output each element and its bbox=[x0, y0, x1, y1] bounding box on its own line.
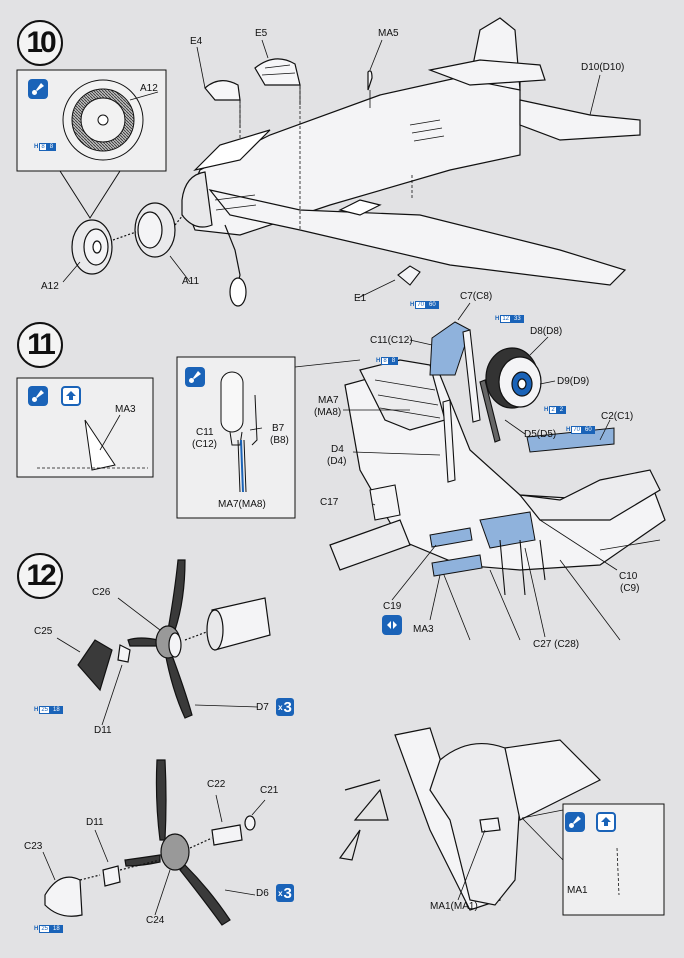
paint-brush-icon bbox=[28, 79, 48, 99]
step12-leader-lines bbox=[42, 597, 486, 916]
part-label-ma5: MA5 bbox=[378, 28, 399, 39]
part-label-ma7: MA7 bbox=[318, 395, 339, 406]
part-label-ma1-detail: MA1 bbox=[567, 885, 588, 896]
part-label-c23: C23 bbox=[24, 841, 43, 852]
decal-icon bbox=[596, 812, 616, 832]
cement-icon bbox=[382, 615, 402, 635]
part-label-c10: C10 bbox=[619, 571, 638, 582]
paint-brush-icon bbox=[28, 386, 48, 406]
part-label-c19: C19 bbox=[383, 601, 402, 612]
part-label-c12-detail: (C12) bbox=[192, 439, 218, 450]
step-number-10: 10 bbox=[17, 20, 63, 66]
part-label-c9: (C9) bbox=[620, 583, 640, 594]
tailplane-left bbox=[427, 59, 546, 86]
part-label-c21: C21 bbox=[260, 785, 279, 796]
step11-small-parts bbox=[369, 329, 546, 596]
part-label-e5: E5 bbox=[255, 28, 268, 39]
tailplane-right bbox=[519, 99, 641, 141]
part-label-a12-detail: A12 bbox=[140, 83, 158, 94]
part-label-d11b: D11 bbox=[86, 817, 104, 828]
part-e1 bbox=[397, 265, 421, 286]
step12-aircraft bbox=[338, 727, 602, 911]
part-label-c17: C17 bbox=[320, 497, 339, 508]
part-label-a12: A12 bbox=[41, 281, 59, 292]
part-label-d8: D8(D8) bbox=[530, 326, 563, 337]
part-label-c26: C26 bbox=[92, 587, 111, 598]
part-label-c25: C25 bbox=[34, 626, 53, 637]
step11-leader-lines bbox=[294, 302, 618, 638]
paint-brush-icon bbox=[565, 812, 585, 832]
part-label-e1: E1 bbox=[354, 293, 367, 304]
part-label-c24: C24 bbox=[146, 915, 165, 926]
part-label-ma7-detail: MA7(MA8) bbox=[218, 499, 266, 510]
part-label-c7: C7(C8) bbox=[460, 291, 493, 302]
part-label-d6: D6 bbox=[256, 888, 269, 899]
step12-prop-d6 bbox=[44, 759, 256, 926]
step-number-11: 11 bbox=[17, 322, 63, 368]
part-label-d7: D7 bbox=[256, 702, 269, 713]
part-label-a11: A11 bbox=[182, 276, 200, 287]
step10-wheel-parts bbox=[71, 202, 184, 275]
part-label-c11: C11(C12) bbox=[370, 335, 413, 346]
part-label-d11: D11 bbox=[94, 725, 112, 736]
part-label-c2: C2(C1) bbox=[601, 411, 634, 422]
step-number-12: 12 bbox=[17, 553, 63, 599]
part-label-ma3: MA3 bbox=[413, 624, 434, 635]
part-label-c11-detail: C11 bbox=[196, 427, 214, 438]
part-label-e4: E4 bbox=[190, 36, 203, 47]
step12-prop-d7 bbox=[77, 559, 271, 719]
part-label-b7-detail: B7 bbox=[272, 423, 285, 434]
part-label-d4: D4 bbox=[331, 444, 344, 455]
part-label-d5: D5(D5) bbox=[524, 429, 557, 440]
part-label-d9: D9(D9) bbox=[557, 376, 590, 387]
ma1-callout bbox=[521, 803, 665, 916]
step11-wheel bbox=[485, 347, 542, 409]
part-label-ma1: MA1(MA1) bbox=[430, 901, 478, 912]
step11-painted-parts bbox=[429, 321, 615, 577]
step10-canopy bbox=[204, 58, 373, 128]
part-label-d4-alt: (D4) bbox=[327, 456, 347, 467]
part-label-c27: C27 (C28) bbox=[533, 639, 580, 650]
part-label-c22: C22 bbox=[207, 779, 226, 790]
part-label-ma3-detail: MA3 bbox=[115, 404, 136, 415]
decal-icon bbox=[61, 386, 81, 406]
paint-brush-icon bbox=[185, 367, 205, 387]
step10-fuselage bbox=[181, 17, 641, 307]
part-label-ma8: (MA8) bbox=[314, 407, 342, 418]
part-label-d10: D10(D10) bbox=[581, 62, 625, 73]
step10-leader-lines bbox=[62, 39, 601, 299]
part-label-b8-detail: (B8) bbox=[270, 435, 289, 446]
step11-cockpit bbox=[329, 359, 666, 641]
